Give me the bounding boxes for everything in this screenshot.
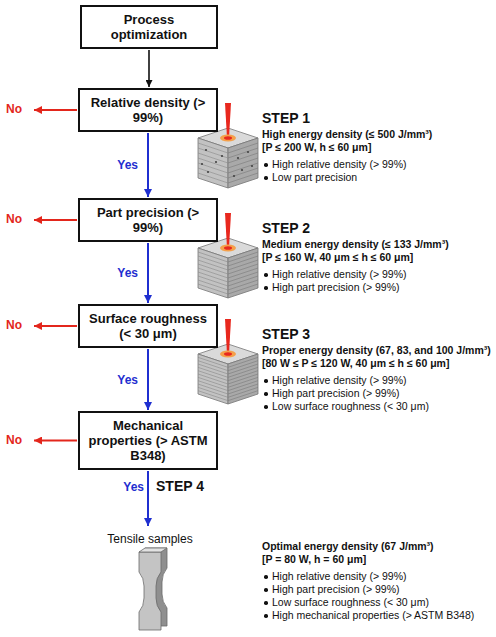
bullet-note: High relative density (> 99%): [262, 158, 490, 171]
box-text: Mechanical properties (> ASTM B348): [86, 418, 210, 463]
flow-arrow: [147, 243, 149, 303]
bullet-note: Low surface roughness (< 30 μm): [262, 596, 492, 609]
no-label: No: [6, 318, 22, 332]
annotation-group: STEP 4: [156, 478, 236, 495]
no-label: No: [6, 433, 22, 447]
tensile-sample: [139, 548, 167, 630]
no-arrow: [34, 219, 77, 221]
annotation-group: Optimal energy density (67 J/mm³)[P = 80…: [262, 540, 492, 622]
annotation: [P ≤ 160 W, 40 μm ≤ h ≤ 60 μm]: [262, 251, 490, 264]
bullet-note: High relative density (> 99%): [262, 268, 490, 281]
annotation-group: Yes: [100, 480, 144, 494]
step-title: STEP 3: [262, 326, 492, 343]
edge-label: Yes: [115, 373, 140, 387]
annotation: [P ≤ 200 W, h ≤ 60 μm]: [262, 141, 490, 154]
annotation-group: STEP 1High energy density (≤ 500 J/mm³)[…: [262, 110, 490, 184]
flow-arrow: [147, 133, 149, 197]
bullet-note: High part precision (> 99%): [262, 387, 492, 400]
no-arrow: [34, 440, 77, 442]
annotation: [80 W ≤ P ≤ 120 W, 40 μm ≤ h ≤ 60 μm]: [262, 357, 492, 370]
annotation: Proper energy density (67, 83, and 100 J…: [262, 344, 492, 357]
annotation: Yes: [100, 480, 144, 494]
bullet-note: High relative density (> 99%): [262, 570, 492, 583]
bullet-note: Low part precision: [262, 171, 490, 184]
step-title: STEP 1: [262, 110, 490, 127]
no-label: No: [6, 212, 22, 226]
flow-arrow: [147, 349, 149, 410]
process-box: Mechanical properties (> ASTM B348): [78, 411, 218, 470]
flow-arrow: [148, 50, 150, 87]
bullet-note: High relative density (> 99%): [262, 374, 492, 387]
edge-label: Yes: [115, 158, 140, 172]
annotation: [P = 80 W, h = 60 μm]: [262, 553, 492, 566]
step-title: STEP 2: [262, 220, 490, 237]
process-box: Process optimization: [80, 5, 218, 49]
bullet-note: High part precision (> 99%): [262, 281, 490, 294]
no-arrow: [34, 109, 77, 111]
yes-arrow: [147, 471, 149, 526]
annotation: Medium energy density (≤ 133 J/mm³): [262, 238, 490, 251]
box-text: Process optimization: [88, 12, 210, 42]
annotation: Optimal energy density (67 J/mm³): [262, 540, 492, 553]
annotation-group: STEP 2Medium energy density (≤ 133 J/mm³…: [262, 220, 490, 294]
box-text: Surface roughness (< 30 μm): [86, 311, 210, 341]
annotation-group: STEP 3Proper energy density (67, 83, and…: [262, 326, 492, 413]
annotation: Tensile samples: [80, 532, 220, 546]
no-arrow: [34, 325, 77, 327]
edge-label: Yes: [115, 266, 140, 280]
annotation: High energy density (≤ 500 J/mm³): [262, 128, 490, 141]
bullet-note: Low surface roughness (< 30 μm): [262, 400, 492, 413]
bullet-note: High mechanical properties (> ASTM B348): [262, 609, 492, 622]
no-label: No: [6, 102, 22, 116]
annotation-group: Tensile samples: [80, 532, 220, 546]
bullet-note: High part precision (> 99%): [262, 583, 492, 596]
box-text: Part precision (> 99%): [86, 205, 210, 235]
process-box: Surface roughness (< 30 μm): [78, 304, 218, 348]
box-text: Relative density (> 99%): [86, 95, 210, 125]
process-box: Part precision (> 99%): [78, 198, 218, 242]
step-title: STEP 4: [156, 478, 236, 495]
process-box: Relative density (> 99%): [78, 88, 218, 132]
